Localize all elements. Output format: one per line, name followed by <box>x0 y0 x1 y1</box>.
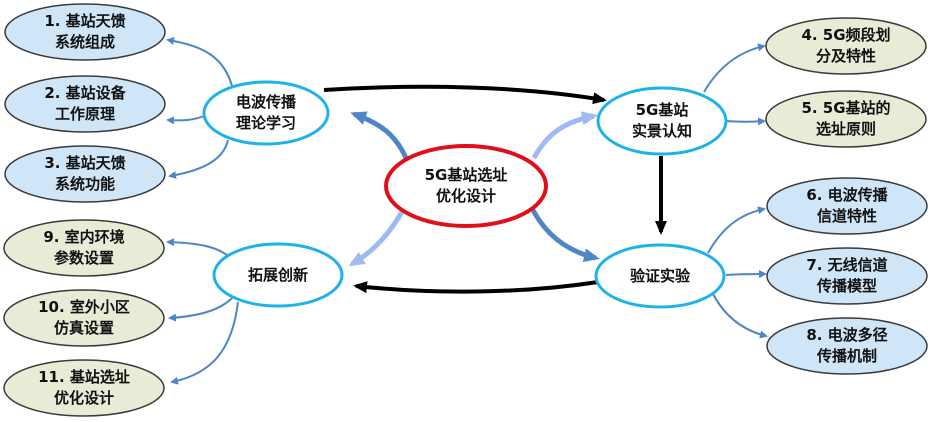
arrow-theory-to-item1 <box>166 37 233 87</box>
hub-theory-line1: 电波传播 <box>236 93 297 111</box>
item-node-4: 4. 5G频段划 分及特性 <box>765 17 927 75</box>
arrow-theory-to-item2 <box>166 115 205 125</box>
item-11-line1: 11. 基站选址 <box>38 368 130 386</box>
connectors <box>166 37 768 385</box>
item-10-line1: 10. 室外小区 <box>38 298 130 316</box>
hub-verify-line1: 验证实验 <box>630 267 691 285</box>
item-4-line2: 分及特性 <box>816 47 876 65</box>
item-4-line1: 4. 5G频段划 <box>801 26 890 44</box>
item-node-2: 2. 基站设备 工作原理 <box>4 75 166 133</box>
arrow-innovate-to-item9 <box>166 238 229 257</box>
item-8-line2: 传播机制 <box>816 347 877 365</box>
center-line1: 5G基站选址 <box>425 166 508 184</box>
item-9-line1: 9. 室内环境 <box>43 228 124 246</box>
arrow-center-to-theory <box>350 111 409 160</box>
arrow-verify-to-item6 <box>707 206 766 254</box>
arrow-theory-to-item3 <box>168 139 229 179</box>
item-2-line1: 2. 基站设备 <box>44 84 126 102</box>
item-node-8: 8. 电波多径 传播机制 <box>766 317 928 375</box>
item-5-line2: 选址原则 <box>816 120 876 138</box>
item-9-line2: 参数设置 <box>54 249 114 267</box>
arrow-innovate-to-item11 <box>170 301 239 385</box>
item-node-6: 6. 电波传播 信道特性 <box>766 177 928 235</box>
hub-innovate-line1: 拓展创新 <box>248 266 308 284</box>
item-2-line2: 工作原理 <box>55 105 115 123</box>
arrow-innovate-to-item10 <box>168 297 233 322</box>
arrow-scene-to-item5 <box>725 117 766 126</box>
arrow-verify-to-item7 <box>725 270 767 279</box>
arrow-center-to-verify <box>527 202 600 263</box>
item-1-line1: 1. 基站天馈 <box>44 12 125 30</box>
arrow-verify-to-innovate <box>353 280 599 294</box>
item-3-line2: 系统功能 <box>55 175 115 193</box>
item-6-line2: 信道特性 <box>817 207 877 225</box>
item-node-10: 10. 室外小区 仿真设置 <box>3 289 165 347</box>
item-11-line2: 优化设计 <box>54 389 114 407</box>
item-node-11: 11. 基站选址 优化设计 <box>3 359 165 417</box>
hub-verify: 验证实验 <box>594 243 726 309</box>
item-3-line1: 3. 基站天馈 <box>44 154 125 172</box>
item-5-line1: 5. 5G基站的 <box>801 99 890 117</box>
center-node: 5G基站选址 优化设计 <box>384 144 548 228</box>
hub-scene-line1: 5G基站 <box>636 101 689 119</box>
item-node-7: 7. 无线信道 传播模型 <box>766 247 928 305</box>
item-node-3: 3. 基站天馈 系统功能 <box>4 145 166 203</box>
item-8-line1: 8. 电波多径 <box>806 326 887 344</box>
item-node-5: 5. 5G基站的 选址原则 <box>765 90 927 148</box>
hub-scene-line2: 实景认知 <box>632 122 692 140</box>
arrow-theory-to-scene <box>323 84 607 105</box>
hub-theory-line2: 理论学习 <box>236 114 296 132</box>
item-1-line2: 系统组成 <box>55 33 115 51</box>
hub-theory: 电波传播 理论学习 <box>202 80 330 146</box>
item-node-1: 1. 基站天馈 系统组成 <box>4 3 166 61</box>
center-line2: 优化设计 <box>436 187 496 205</box>
item-10-line2: 仿真设置 <box>54 319 114 337</box>
item-node-9: 9. 室内环境 参数设置 <box>3 219 165 277</box>
arrow-scene-to-item4 <box>703 43 766 93</box>
item-7-line1: 7. 无线信道 <box>806 256 887 274</box>
arrow-center-to-innovate <box>348 202 409 267</box>
item-6-line1: 6. 电波传播 <box>806 186 888 204</box>
arrow-center-to-scene <box>531 111 598 160</box>
hub-innovate: 拓展创新 <box>212 242 344 308</box>
item-7-line2: 传播模型 <box>816 277 877 295</box>
arrow-verify-to-item8 <box>711 291 768 339</box>
hub-scene: 5G基站 实景认知 <box>596 86 728 156</box>
